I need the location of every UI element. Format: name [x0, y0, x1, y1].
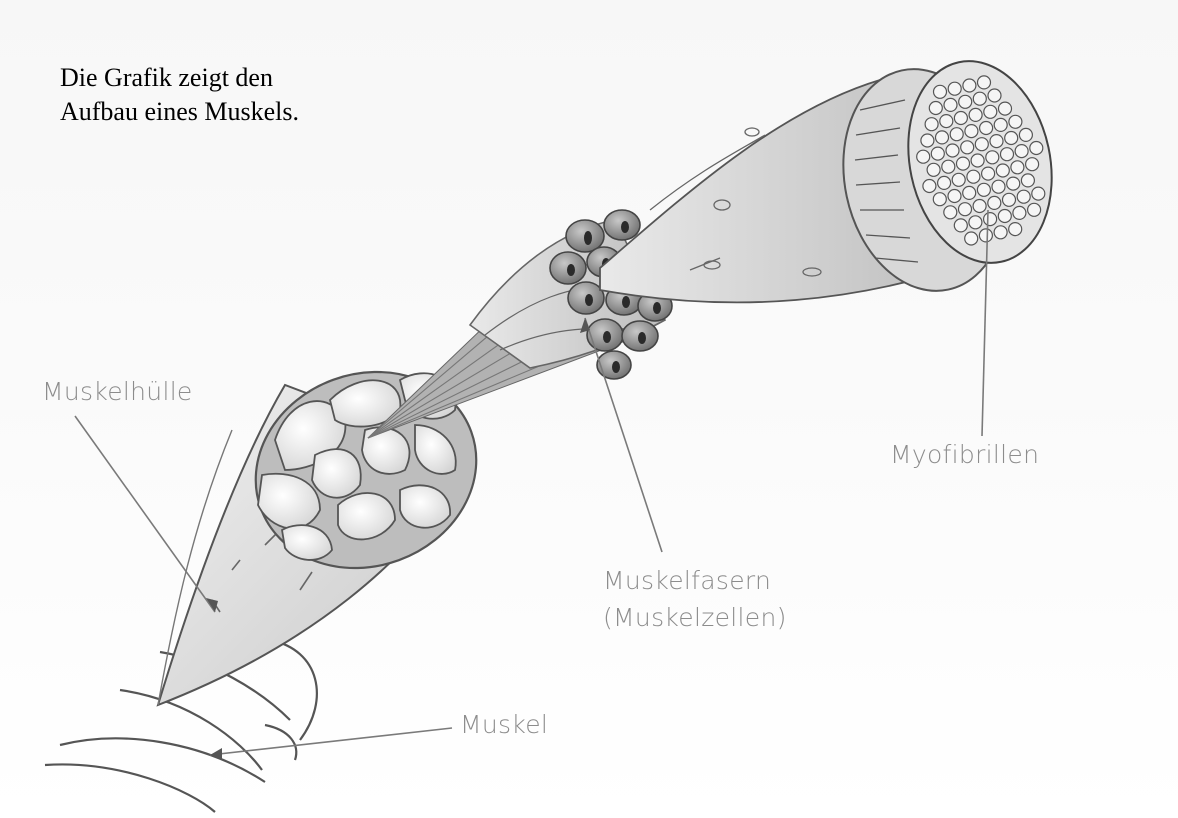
myofibril-dot	[1003, 193, 1016, 206]
myofibril-dot	[923, 180, 936, 193]
myofibril-dot	[948, 82, 961, 95]
myofibril-dot	[961, 141, 974, 154]
myofibril-dot	[944, 206, 957, 219]
myofibril-dot	[1009, 223, 1022, 236]
myofibril-dot	[917, 150, 930, 163]
myofibril-dot	[965, 232, 978, 245]
myofibril-dot	[1009, 115, 1022, 128]
caption-line-2: Aufbau eines Muskels.	[60, 95, 400, 129]
myofibril-dot	[950, 128, 963, 141]
label-myofibrillen: Myofibrillen	[890, 440, 1039, 469]
leader-line-muskelhuelle	[75, 416, 215, 612]
myofibril-dot	[988, 196, 1001, 209]
myofibril-dot	[1005, 132, 1018, 145]
myofibril-dot	[942, 160, 955, 173]
myofibril-dot	[975, 138, 988, 151]
diagram-caption: Die Grafik zeigt den Aufbau eines Muskel…	[60, 61, 400, 129]
myofibril-dot	[998, 210, 1011, 223]
myofibril-dot	[957, 157, 970, 170]
myofibril-dot	[978, 76, 991, 89]
myofibril-dot	[992, 180, 1005, 193]
myofibril-dot	[1032, 187, 1045, 200]
label-muskelzellen: (Muskelzellen)	[603, 603, 787, 632]
myofibril-dot	[1001, 148, 1014, 161]
myofibril-dot	[999, 102, 1012, 115]
myofibril-dot	[936, 131, 949, 144]
myofibril-dot	[969, 108, 982, 121]
myofibril-dot	[980, 122, 993, 135]
myofibril-dot	[973, 200, 986, 213]
myofibril-dot	[963, 186, 976, 199]
myofibril-dot	[994, 226, 1007, 239]
myofibril-dot	[925, 118, 938, 131]
myofibril-dot	[1019, 128, 1032, 141]
myofibril-dot	[927, 163, 940, 176]
myofibril-dot	[929, 102, 942, 115]
myofibril-dot	[994, 118, 1007, 131]
myofibril-dot	[959, 95, 972, 108]
myofibril-dot	[963, 79, 976, 92]
myofibril-dot	[979, 229, 992, 242]
myofibril-dot	[1015, 145, 1028, 158]
myofibril-dot	[1007, 177, 1020, 190]
myofibril-dot	[954, 112, 967, 125]
myofibril-dot	[952, 173, 965, 186]
label-muskelfasern: Muskelfasern	[603, 566, 771, 595]
myofibril-dot	[938, 176, 951, 189]
myofibril-dot	[977, 183, 990, 196]
myofibril-dot	[921, 134, 934, 147]
myofibril-dot	[1011, 161, 1024, 174]
myofibril-dot	[967, 170, 980, 183]
label-muskelhuelle: Muskelhülle	[42, 377, 193, 406]
myofibril-dot	[965, 125, 978, 138]
myofibril-dot	[1028, 203, 1041, 216]
myofibril-dot	[1030, 142, 1043, 155]
myofibril-dot	[990, 135, 1003, 148]
myofibril-dot	[948, 190, 961, 203]
myofibril-dot	[973, 92, 986, 105]
myofibril-dot	[1021, 174, 1034, 187]
myofibril-dot	[933, 193, 946, 206]
myofibril-dot	[946, 144, 959, 157]
myofibril-dot	[969, 216, 982, 229]
myofibril-dot	[988, 89, 1001, 102]
myofibril-dot	[944, 98, 957, 111]
myofibril-dot	[1026, 158, 1039, 171]
myofibril-dot	[940, 115, 953, 128]
myofibril-dot	[954, 219, 967, 232]
myofibril-dot	[984, 213, 997, 226]
myofibril-dot	[982, 167, 995, 180]
myofibril-dot	[971, 154, 984, 167]
caption-line-1: Die Grafik zeigt den	[60, 61, 400, 95]
myofibril-dot	[959, 203, 972, 216]
myofibril-dot	[1013, 206, 1026, 219]
myofibril-dot	[986, 151, 999, 164]
myofibril-dot	[984, 105, 997, 118]
myofibril-dot	[934, 85, 947, 98]
label-muskel: Muskel	[460, 710, 548, 739]
myofibril-dot	[1017, 190, 1030, 203]
leader-line-muskel	[210, 728, 452, 755]
myofibril-dot	[996, 164, 1009, 177]
myofibril-dot	[931, 147, 944, 160]
